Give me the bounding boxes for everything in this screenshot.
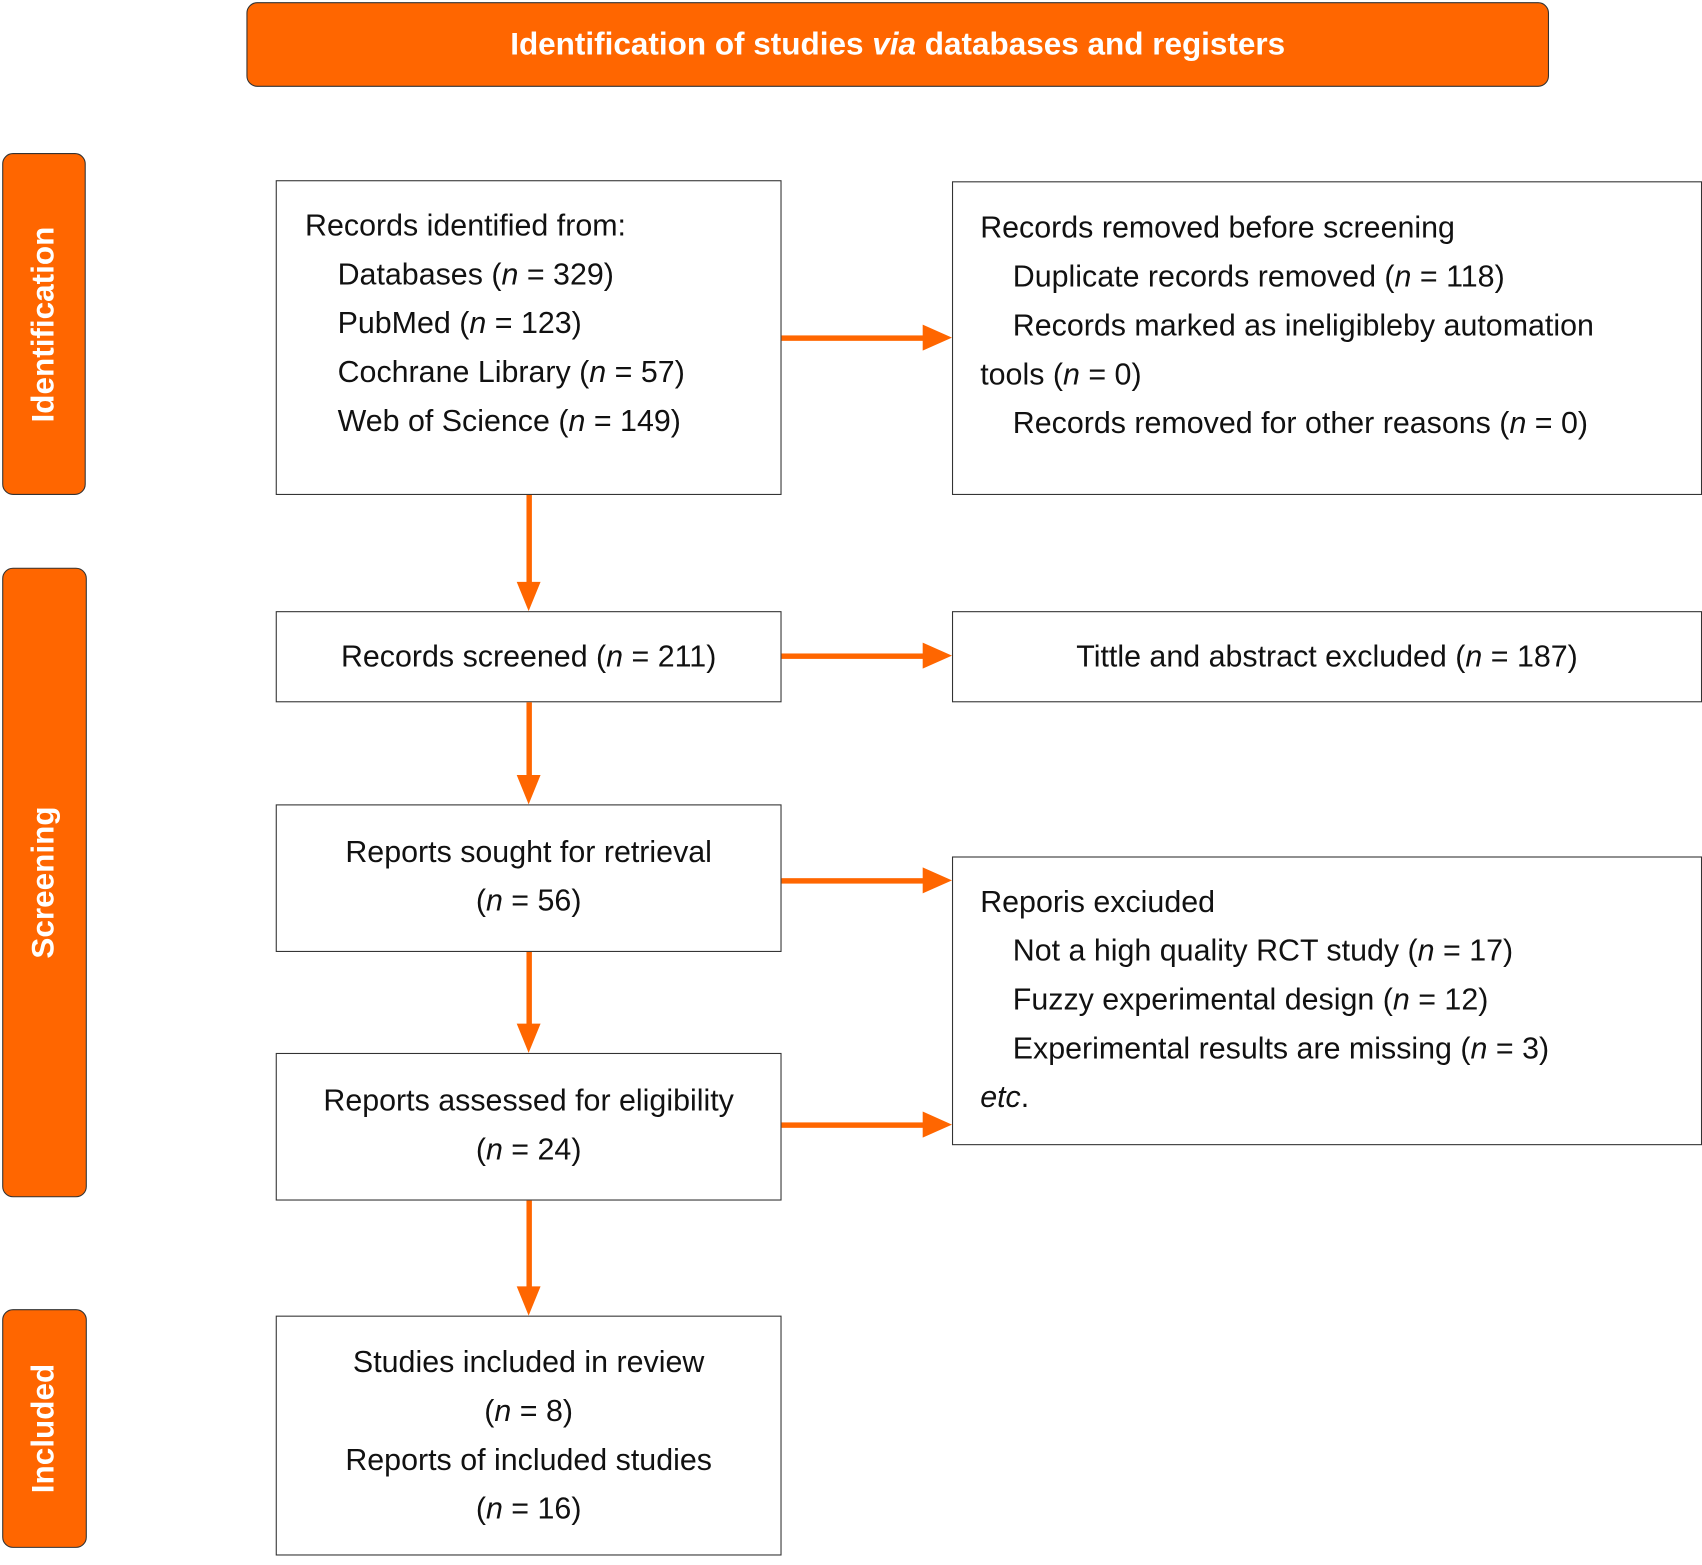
title-abstract-excluded-box: Tittle and abstract excluded (n = 187)	[951, 611, 1702, 703]
text: Records screened	[340, 639, 588, 674]
text: 56	[537, 883, 572, 918]
text: 149	[620, 403, 671, 438]
header-via: via	[872, 26, 917, 62]
header-text: databases and registers	[916, 26, 1286, 62]
n-symbol: n	[1509, 405, 1527, 440]
text: Fuzzy experimental design	[1012, 982, 1375, 1017]
text: 24	[537, 1132, 572, 1166]
text: 187	[1516, 639, 1568, 674]
text: 211	[657, 639, 707, 674]
arrow-right-sought-to-excluded	[781, 867, 952, 894]
text: 12	[1444, 982, 1479, 1017]
arrow-down-assessed-to-included	[516, 1200, 541, 1316]
removed-item: Records removed for other reasons (n = 0…	[1012, 405, 1589, 440]
header-title: Identification of studies via databases …	[510, 27, 1285, 63]
arrow-down-sought-to-assessed	[516, 951, 541, 1053]
box-label: Reports sought for retrieval	[345, 834, 712, 869]
n-symbol: n	[485, 1491, 503, 1526]
text: Experimental results are missing	[1012, 1031, 1452, 1065]
n-symbol: etc	[980, 1080, 1021, 1114]
removed-item-cont: tools (n = 0)	[980, 357, 1142, 391]
text: 329	[553, 257, 604, 291]
n-symbol: n	[568, 403, 586, 438]
text: Cochrane Library	[337, 354, 571, 389]
arrow-right-screened-to-excluded	[781, 642, 952, 669]
box-title: Reporis exciuded	[980, 884, 1216, 919]
studies-included-box: Studies included in review (n = 8) Repor…	[275, 1315, 782, 1556]
box-count: (n = 8)	[484, 1393, 573, 1428]
n-symbol: n	[494, 1393, 512, 1428]
etc-text: etc.	[980, 1072, 1701, 1121]
box-title: Records removed before screening	[980, 210, 1455, 245]
n-symbol: n	[1417, 933, 1435, 968]
n-symbol: n	[1062, 357, 1080, 391]
n-symbol: n	[589, 354, 607, 389]
arrow-down-screened-to-sought	[516, 702, 541, 805]
box-label: Reports of included studies	[345, 1442, 712, 1477]
reports-assessed-box: Reports assessed for eligibility (n = 24…	[275, 1052, 782, 1201]
records-screened-box: Records screened (n = 211)	[275, 611, 782, 703]
n-symbol: n	[485, 883, 503, 918]
text: 57	[640, 354, 675, 389]
n-symbol: n	[1392, 982, 1410, 1017]
removed-item: Records marked as ineligibleby automatio…	[1012, 308, 1594, 342]
records-identified-box: Records identified from: Databases (n = …	[275, 180, 782, 495]
text: .	[1020, 1080, 1030, 1114]
phase-identification: Identification	[2, 153, 86, 495]
phase-included: Included	[2, 1309, 87, 1548]
text: 3	[1522, 1031, 1540, 1065]
source-item: Web of Science (n = 149)	[337, 403, 681, 438]
source-item: Cochrane Library (n = 57)	[337, 354, 685, 389]
text: Databases	[337, 257, 483, 291]
text: Duplicate records removed	[1012, 259, 1376, 294]
n-symbol: n	[501, 257, 519, 291]
source-item: Databases (n = 329)	[337, 257, 614, 291]
box-count: (n = 56)	[475, 883, 582, 918]
arrow-right-identified-to-removed	[781, 324, 952, 351]
box-count: (n = 16)	[475, 1491, 582, 1526]
header-text: Identification of studies	[510, 26, 873, 62]
box-title: Records identified from:	[305, 208, 626, 243]
n-symbol: n	[1470, 1031, 1488, 1065]
records-removed-box: Records removed before screening Duplica…	[951, 181, 1702, 495]
box-label: Studies included in review	[352, 1344, 705, 1379]
arrow-down-identified-to-screened	[516, 494, 541, 612]
text: PubMed	[337, 306, 451, 340]
excluded-item: Experimental results are missing (n = 3)	[1012, 1031, 1550, 1065]
excluded-item: Fuzzy experimental design (n = 12)	[1012, 982, 1489, 1017]
text: 123	[520, 306, 572, 340]
text: 8	[545, 1393, 563, 1428]
n-symbol: n	[485, 1132, 503, 1166]
n-symbol: n	[1465, 639, 1483, 674]
text: Tittle and abstract excluded	[1076, 639, 1447, 674]
text: Records removed for other reasons	[1012, 405, 1491, 440]
excluded-item: Not a high quality RCT study (n = 17)	[1012, 933, 1514, 968]
text: 0	[1560, 405, 1578, 440]
header-banner: Identification of studies via databases …	[246, 2, 1550, 87]
box-count: (n = 24)	[475, 1132, 582, 1166]
box-label: Reports assessed for eligibility	[323, 1083, 734, 1117]
reports-sought-box: Reports sought for retrieval (n = 56)	[275, 804, 782, 952]
text: 118	[1446, 259, 1495, 294]
n-symbol: n	[1394, 259, 1412, 294]
arrow-right-assessed-to-excluded	[781, 1111, 952, 1138]
text: Web of Science	[337, 403, 550, 438]
text: Not a high quality RCT study	[1012, 933, 1400, 968]
text: tools	[980, 357, 1045, 391]
reports-excluded-box: Reporis exciuded Not a high quality RCT …	[951, 856, 1702, 1146]
removed-item: Duplicate records removed (n = 118)	[1012, 259, 1505, 294]
phase-screening: Screening	[2, 567, 87, 1198]
text: 17	[1469, 933, 1504, 968]
n-symbol: n	[606, 639, 624, 674]
n-symbol: n	[469, 306, 487, 340]
source-item: PubMed (n = 123)	[337, 306, 582, 340]
text: 0	[1114, 357, 1132, 391]
text: 16	[537, 1491, 572, 1526]
